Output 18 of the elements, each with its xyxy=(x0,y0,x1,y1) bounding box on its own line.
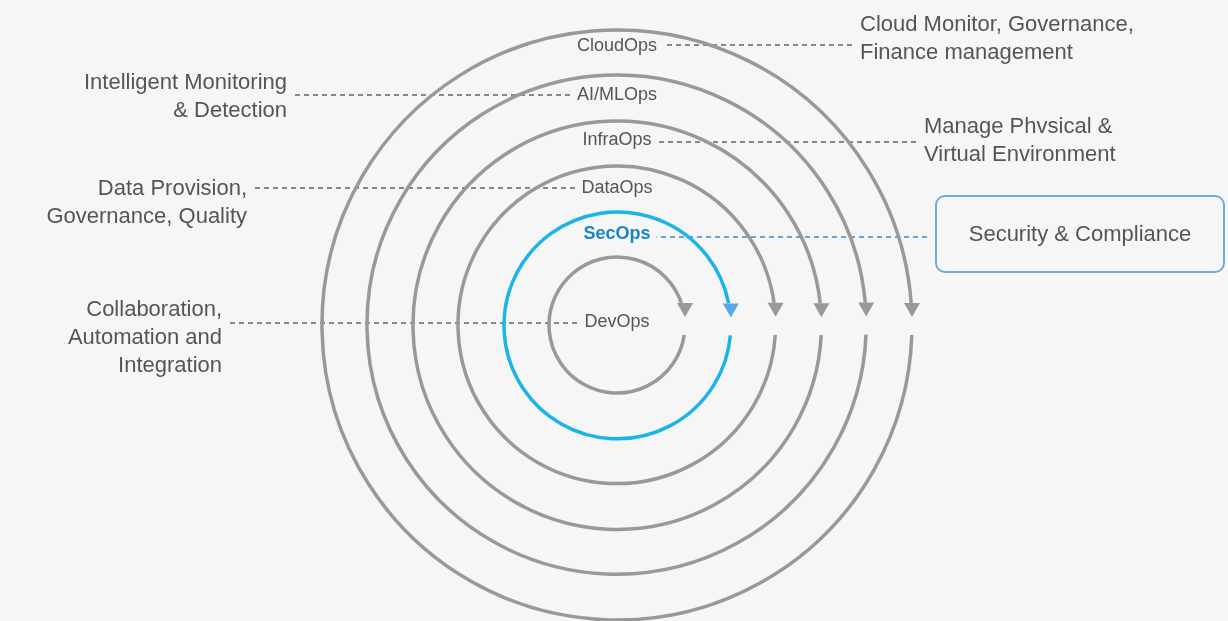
ring-label: DevOps xyxy=(584,310,650,332)
description-text: Intelligent Monitoring & Detection xyxy=(77,68,287,124)
leader-line xyxy=(254,187,577,189)
description-text: Data Provision, Governance, Quality xyxy=(12,174,247,230)
ring-label: SecOps xyxy=(583,222,651,244)
ring-label: DataOps xyxy=(581,176,653,198)
callout-box xyxy=(935,195,1225,273)
ring-label: InfraOps xyxy=(582,128,652,150)
leader-line xyxy=(294,94,572,96)
leader-line xyxy=(655,236,928,238)
description-text: Manage Phvsical & Virtual Environment xyxy=(924,112,1154,168)
description-text: Collaboration, Automation and Integration xyxy=(22,295,222,379)
ring-label: CloudOps xyxy=(577,35,657,56)
description-text: Cloud Monitor, Governance, Finance management xyxy=(860,10,1160,66)
leader-line xyxy=(656,141,917,143)
ring-label: AI/MLOps xyxy=(576,84,657,105)
callout-text: Security & Compliance xyxy=(968,220,1192,248)
leader-line xyxy=(229,322,580,324)
